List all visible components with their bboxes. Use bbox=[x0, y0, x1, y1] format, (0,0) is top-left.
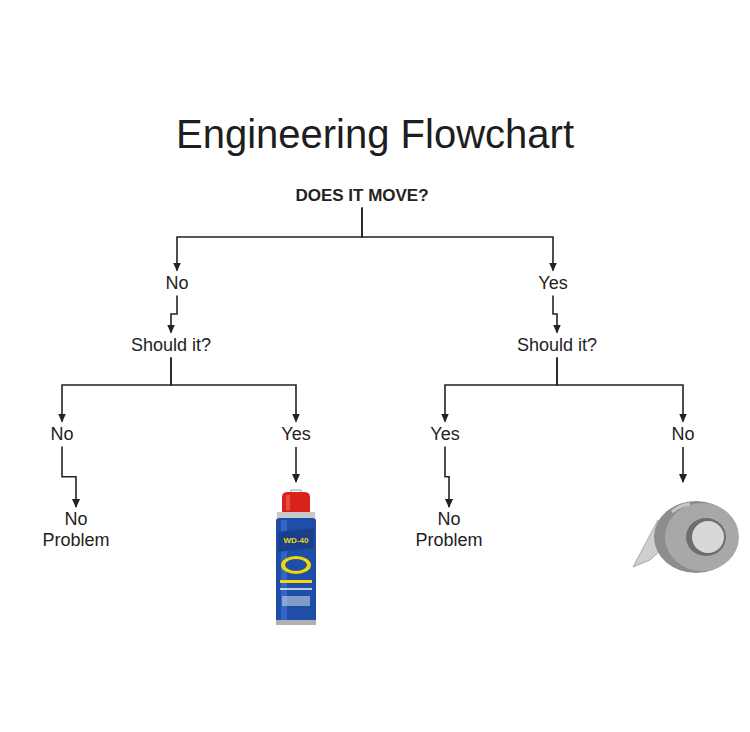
answer-node: Yes bbox=[281, 424, 310, 445]
node-text: Should it? bbox=[131, 335, 211, 356]
leader-arrow bbox=[682, 447, 684, 482]
answer-node: No Problem bbox=[36, 509, 116, 551]
duct-tape-roll bbox=[633, 501, 739, 573]
flow-arrow bbox=[557, 358, 683, 422]
node-text: Yes bbox=[430, 424, 459, 445]
node-text: Yes bbox=[281, 424, 310, 445]
lubricant-can bbox=[276, 490, 316, 625]
node-text: No Problem bbox=[36, 509, 116, 551]
flow-arrow bbox=[445, 358, 557, 422]
flow-arrow bbox=[62, 447, 76, 508]
node-text: DOES IT MOVE? bbox=[295, 185, 428, 206]
node-text: Yes bbox=[538, 273, 567, 294]
answer-node: No bbox=[165, 273, 188, 294]
answer-node: No bbox=[671, 424, 694, 445]
flow-arrow bbox=[445, 447, 449, 508]
node-text: No Problem bbox=[409, 509, 489, 551]
answer-node: No bbox=[50, 424, 73, 445]
flow-arrow bbox=[171, 296, 177, 333]
node-text: No bbox=[671, 424, 694, 445]
answer-node: Should it? bbox=[517, 335, 597, 356]
answer-node: No Problem bbox=[409, 509, 489, 551]
node-text: No bbox=[50, 424, 73, 445]
flow-arrow bbox=[177, 208, 362, 271]
flow-arrow bbox=[553, 296, 557, 333]
flow-arrow bbox=[171, 358, 296, 422]
answer-node: Should it? bbox=[131, 335, 211, 356]
flow-arrow bbox=[362, 208, 553, 271]
node-text: No bbox=[165, 273, 188, 294]
answer-node: Yes bbox=[430, 424, 459, 445]
node-text: Should it? bbox=[517, 335, 597, 356]
product-label: WD-40 bbox=[284, 536, 309, 545]
leader-arrow bbox=[295, 447, 297, 482]
question-node: DOES IT MOVE? bbox=[295, 185, 428, 206]
chart-title: Engineering Flowchart bbox=[0, 110, 750, 158]
answer-node: Yes bbox=[538, 273, 567, 294]
flow-arrow bbox=[62, 358, 171, 422]
